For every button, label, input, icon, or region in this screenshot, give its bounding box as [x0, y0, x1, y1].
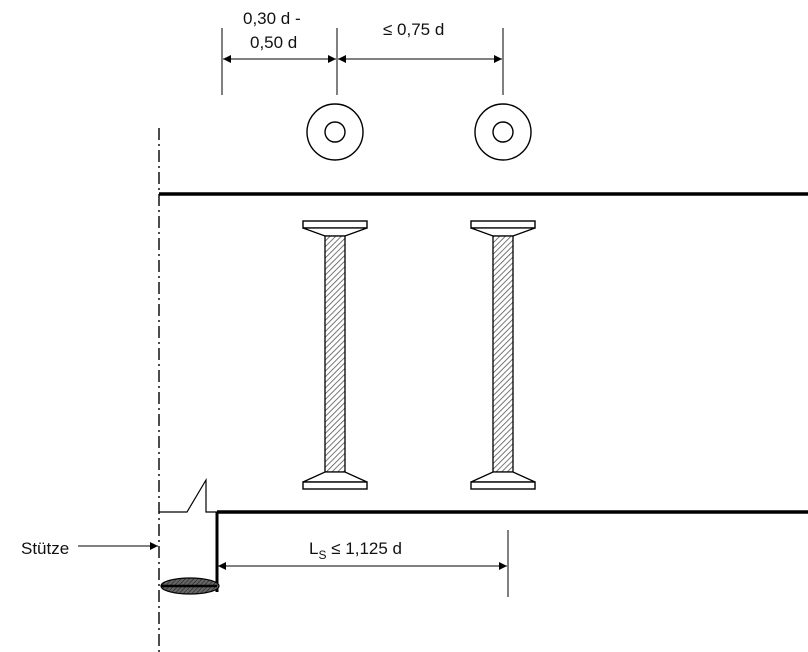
dim-label-stud-spacing: ≤ 0,75 d	[383, 20, 444, 39]
dim-label-stud-zone: LS ≤ 1,125 d	[309, 539, 402, 562]
dim-label-edge-distance-line1: 0,30 d -	[243, 9, 301, 28]
dim-label-edge-distance-line2: 0,50 d	[250, 33, 297, 52]
stud-plan-view-2	[474, 103, 532, 161]
break-symbol	[159, 477, 217, 513]
stud-plan-view-1	[306, 103, 364, 161]
shear-stud-2	[470, 220, 536, 490]
shear-stud-1	[302, 220, 368, 490]
support-label: Stütze	[21, 539, 69, 558]
